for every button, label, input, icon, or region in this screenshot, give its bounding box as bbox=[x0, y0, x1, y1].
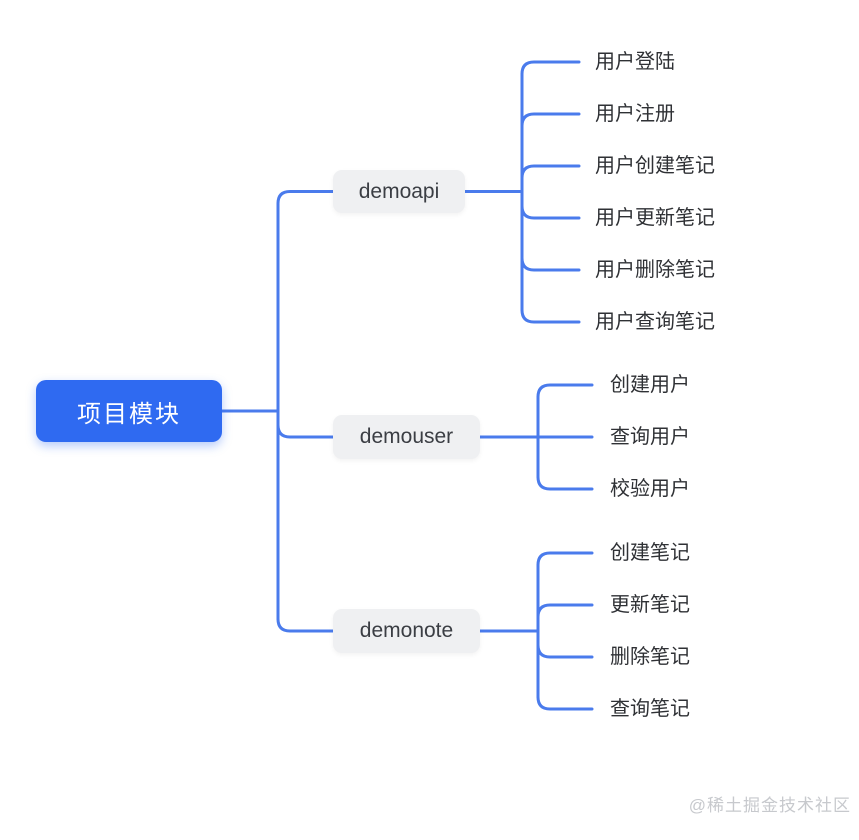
connector-path bbox=[520, 256, 581, 272]
leaf-node[interactable]: 用户登陆 bbox=[595, 51, 675, 73]
connector-path bbox=[536, 551, 594, 567]
connector-path bbox=[520, 60, 581, 76]
leaf-node[interactable]: 校验用户 bbox=[610, 478, 690, 500]
connector-path bbox=[276, 617, 335, 633]
leaf-node[interactable]: 用户删除笔记 bbox=[595, 259, 715, 281]
connector-path bbox=[520, 112, 581, 128]
branch-node-demonote[interactable]: demonote bbox=[333, 609, 480, 653]
connector-path bbox=[520, 308, 581, 324]
branch-node-demoapi[interactable]: demoapi bbox=[333, 170, 465, 213]
leaf-node[interactable]: 用户查询笔记 bbox=[595, 311, 715, 333]
leaf-node[interactable]: 创建用户 bbox=[610, 374, 690, 396]
connector-path bbox=[520, 204, 581, 220]
connector-path bbox=[536, 475, 594, 491]
connector-path bbox=[536, 383, 594, 399]
connector-path bbox=[536, 603, 594, 619]
branch-node-demouser[interactable]: demouser bbox=[333, 415, 480, 459]
connector-path bbox=[536, 643, 594, 659]
root-node[interactable]: 项目模块 bbox=[36, 380, 222, 442]
leaf-node[interactable]: 用户创建笔记 bbox=[595, 155, 715, 177]
leaf-node[interactable]: 用户更新笔记 bbox=[595, 207, 715, 229]
connector-path bbox=[536, 695, 594, 711]
connector-path bbox=[276, 190, 335, 205]
watermark: @稀土掘金技术社区 bbox=[688, 796, 851, 815]
leaf-node[interactable]: 用户注册 bbox=[595, 103, 675, 125]
leaf-node[interactable]: 删除笔记 bbox=[610, 646, 690, 668]
leaf-node[interactable]: 更新笔记 bbox=[610, 594, 690, 616]
leaf-node[interactable]: 查询用户 bbox=[610, 426, 690, 448]
leaf-node[interactable]: 查询笔记 bbox=[610, 698, 690, 720]
leaf-node[interactable]: 创建笔记 bbox=[610, 542, 690, 564]
connector-path bbox=[276, 423, 335, 439]
connector-path bbox=[520, 164, 581, 180]
